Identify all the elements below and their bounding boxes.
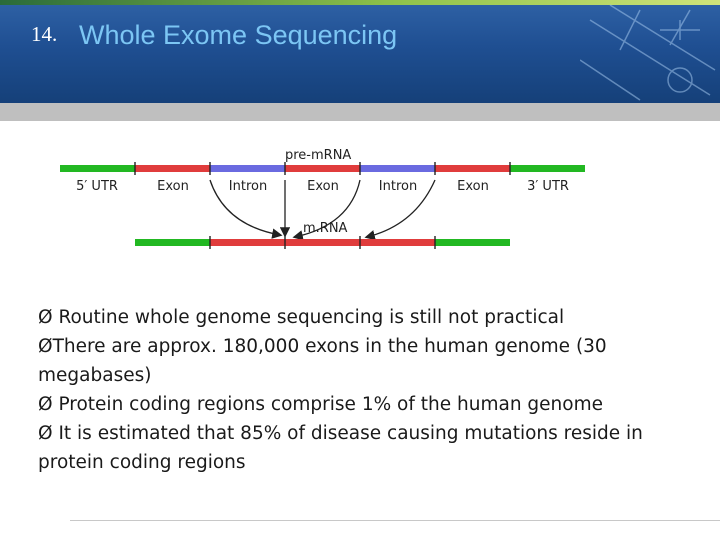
pre-mrna-intron1-bar [210,165,285,172]
mrna-exon1-bar [210,239,285,246]
mrna-label: m.RNA [303,221,348,236]
bullet-arrow-icon: Ø [38,423,53,444]
bullet-item: Ø Protein coding regions comprise 1% of … [38,390,678,419]
segment-label-exon2: Exon [307,179,339,194]
segment-label-exon3: Exon [457,179,489,194]
title-bar: 14. Whole Exome Sequencing [0,0,720,103]
bullet-list: Ø Routine whole genome sequencing is sti… [38,303,678,477]
slide-title: Whole Exome Sequencing [79,20,398,50]
splice-arrow-right [292,179,361,241]
mrna-exon2-bar [285,239,360,246]
segment-label-utr3: 3′ UTR [527,179,569,194]
bullet-text: Routine whole genome sequencing is still… [52,307,565,328]
pre-mrna-splicing-diagram: pre-mRNA 5′ UTR Exon Intron Exon Intron … [60,148,585,249]
mrna-utr3-bar [435,239,510,246]
pre-mrna-exon2-bar [285,165,360,172]
segment-label-intron1: Intron [229,179,267,194]
pre-mrna-utr3-bar [510,165,585,172]
pre-mrna-utr5-bar [60,165,135,172]
bullet-item: Ø Routine whole genome sequencing is sti… [38,303,678,332]
bullet-text: Protein coding regions comprise 1% of th… [52,394,603,415]
splice-arrow-left [209,179,283,239]
bullet-item: ØThere are approx. 180,000 exons in the … [38,332,678,390]
bullet-text: There are approx. 180,000 exons in the h… [38,336,607,386]
bullet-text: It is estimated that 85% of disease caus… [38,423,643,473]
pre-mrna-exon3-bar [435,165,510,172]
header-decoration [580,4,716,101]
bullet-item: Ø It is estimated that 85% of disease ca… [38,419,678,477]
segment-label-utr5: 5′ UTR [76,179,118,194]
header-accent-stripe [0,0,720,5]
bullet-arrow-icon: Ø [38,394,53,415]
splice-arrow-right2 [364,179,436,241]
segment-label-exon1: Exon [157,179,189,194]
mrna-utr5-bar [135,239,210,246]
bullet-arrow-icon: Ø [38,336,53,357]
pre-mrna-label: pre-mRNA [285,148,351,163]
bullet-arrow-icon: Ø [38,307,53,328]
slide-number: 14. [31,22,58,46]
footer-divider [70,520,720,521]
pre-mrna-intron2-bar [360,165,435,172]
mrna-exon3-bar [360,239,435,246]
pre-mrna-exon1-bar [135,165,210,172]
header-divider-band [0,103,720,121]
segment-label-intron2: Intron [379,179,417,194]
